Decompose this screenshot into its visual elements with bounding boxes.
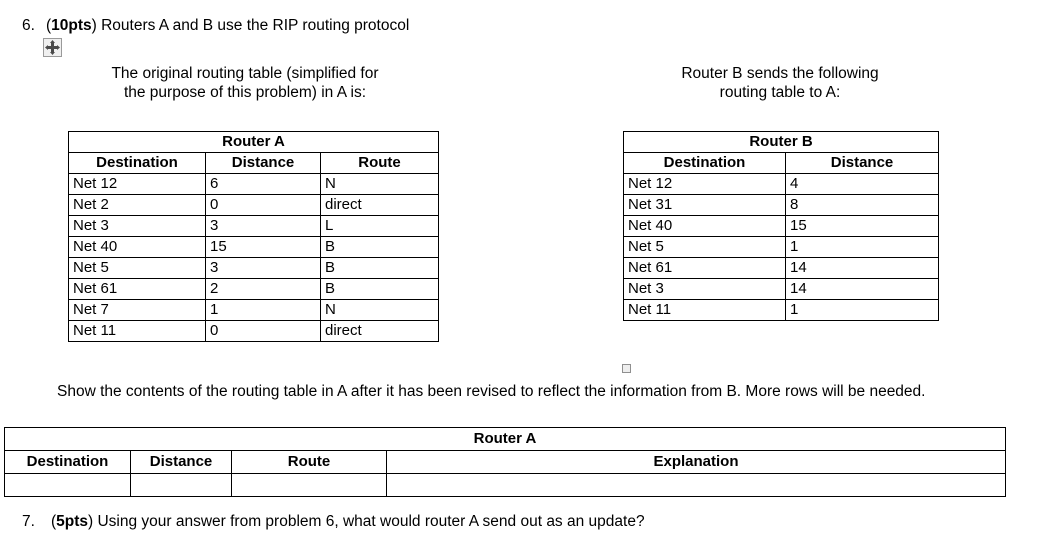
- cell-distance: 1: [785, 236, 939, 258]
- left-caption-line-1: The original routing table (simplified f…: [111, 65, 379, 82]
- cell-destination: Net 11: [623, 299, 786, 321]
- router-a-header-destination: Destination: [68, 152, 206, 174]
- table-title-row: Router A: [4, 427, 1006, 451]
- right-caption-line-2: routing table to A:: [719, 84, 841, 101]
- cell-route[interactable]: [231, 473, 387, 497]
- cell-destination: Net 40: [623, 215, 786, 237]
- table-header-row: Destination Distance Route Explanation: [4, 450, 1006, 474]
- table-title-row: Router B: [623, 131, 939, 153]
- cell-distance[interactable]: [130, 473, 232, 497]
- cell-destination: Net 12: [623, 173, 786, 195]
- table-row: Net 5 1: [623, 236, 939, 258]
- right-table-caption: Router B sends the following routing tab…: [620, 64, 940, 102]
- cell-route: L: [320, 215, 439, 237]
- cell-distance: 3: [205, 215, 321, 237]
- cell-distance: 4: [785, 173, 939, 195]
- question-7-text: ) Using your answer from problem 6, what…: [87, 513, 645, 530]
- question-7-paren-open: (: [50, 513, 57, 530]
- answer-header-destination: Destination: [4, 450, 131, 474]
- router-b-update-table: Router B Destination Distance Net 12 4 N…: [623, 131, 939, 321]
- cell-route: N: [320, 173, 439, 195]
- cell-route: direct: [320, 194, 439, 216]
- cell-distance: 6: [205, 173, 321, 195]
- router-b-header-destination: Destination: [623, 152, 786, 174]
- cell-route: direct: [320, 320, 439, 342]
- instruction-paragraph: Show the contents of the routing table i…: [57, 383, 926, 400]
- question-7-heading: 7. (5pts) Using your answer from problem …: [22, 513, 645, 531]
- cell-destination: Net 12: [68, 173, 206, 195]
- router-a-title: Router A: [68, 131, 439, 153]
- move-handle-icon[interactable]: [43, 38, 62, 57]
- cell-route: B: [320, 278, 439, 300]
- table-row: Net 11 0 direct: [68, 320, 439, 342]
- question-6-text: ) Routers A and B use the RIP routing pr…: [91, 17, 410, 34]
- cell-destination: Net 3: [623, 278, 786, 300]
- table-row: Net 61 2 B: [68, 278, 439, 300]
- answer-header-route: Route: [231, 450, 387, 474]
- cell-destination: Net 5: [68, 257, 206, 279]
- cell-destination[interactable]: [4, 473, 131, 497]
- router-a-header-route: Route: [320, 152, 439, 174]
- cell-destination: Net 40: [68, 236, 206, 258]
- question-6-points: 10pts: [51, 17, 92, 34]
- cell-destination: Net 61: [68, 278, 206, 300]
- cell-destination: Net 2: [68, 194, 206, 216]
- answer-router-a-table[interactable]: Router A Destination Distance Route Expl…: [4, 427, 1006, 497]
- cell-route: N: [320, 299, 439, 321]
- table-row: Net 3 14: [623, 278, 939, 300]
- table-row: Net 40 15 B: [68, 236, 439, 258]
- cell-destination: Net 61: [623, 257, 786, 279]
- router-b-title: Router B: [623, 131, 939, 153]
- question-6-number: 6.: [22, 17, 35, 34]
- cell-distance: 8: [785, 194, 939, 216]
- cell-distance: 1: [785, 299, 939, 321]
- cell-route: B: [320, 236, 439, 258]
- cell-destination: Net 31: [623, 194, 786, 216]
- table-row: Net 2 0 direct: [68, 194, 439, 216]
- cell-distance: 3: [205, 257, 321, 279]
- cell-distance: 0: [205, 320, 321, 342]
- left-table-caption: The original routing table (simplified f…: [60, 64, 430, 102]
- table-header-row: Destination Distance Route: [68, 152, 439, 174]
- table-row: Net 5 3 B: [68, 257, 439, 279]
- cell-distance: 15: [785, 215, 939, 237]
- table-row: Net 3 3 L: [68, 215, 439, 237]
- cell-destination: Net 5: [623, 236, 786, 258]
- cell-distance: 14: [785, 278, 939, 300]
- table-row: Net 40 15: [623, 215, 939, 237]
- left-caption-line-2: the purpose of this problem) in A is:: [123, 84, 367, 101]
- table-header-row: Destination Distance: [623, 152, 939, 174]
- cell-distance: 15: [205, 236, 321, 258]
- answer-table-title: Router A: [4, 427, 1006, 451]
- table-row: Net 61 14: [623, 257, 939, 279]
- cell-distance: 0: [205, 194, 321, 216]
- cell-destination: Net 3: [68, 215, 206, 237]
- cell-route: B: [320, 257, 439, 279]
- cell-distance: 2: [205, 278, 321, 300]
- question-7-points: 5pts: [56, 513, 88, 530]
- cell-destination: Net 11: [68, 320, 206, 342]
- router-a-original-table: Router A Destination Distance Route Net …: [68, 131, 439, 342]
- router-b-header-distance: Distance: [785, 152, 939, 174]
- question-6-heading: 6. (10pts) Routers A and B use the RIP ro…: [22, 17, 409, 35]
- answer-header-distance: Distance: [130, 450, 232, 474]
- cell-explanation[interactable]: [386, 473, 1006, 497]
- table-title-row: Router A: [68, 131, 439, 153]
- table-row[interactable]: [4, 473, 1006, 497]
- router-a-header-distance: Distance: [205, 152, 321, 174]
- answer-header-explanation: Explanation: [386, 450, 1006, 474]
- question-7-number: 7.: [22, 513, 35, 530]
- resize-handle-icon[interactable]: [622, 364, 631, 373]
- right-caption-line-1: Router B sends the following: [681, 65, 879, 82]
- table-row: Net 12 4: [623, 173, 939, 195]
- table-row: Net 11 1: [623, 299, 939, 321]
- table-row: Net 31 8: [623, 194, 939, 216]
- question-6-paren-open: (: [45, 17, 52, 34]
- table-row: Net 7 1 N: [68, 299, 439, 321]
- cell-destination: Net 7: [68, 299, 206, 321]
- cell-distance: 14: [785, 257, 939, 279]
- table-row: Net 12 6 N: [68, 173, 439, 195]
- cell-distance: 1: [205, 299, 321, 321]
